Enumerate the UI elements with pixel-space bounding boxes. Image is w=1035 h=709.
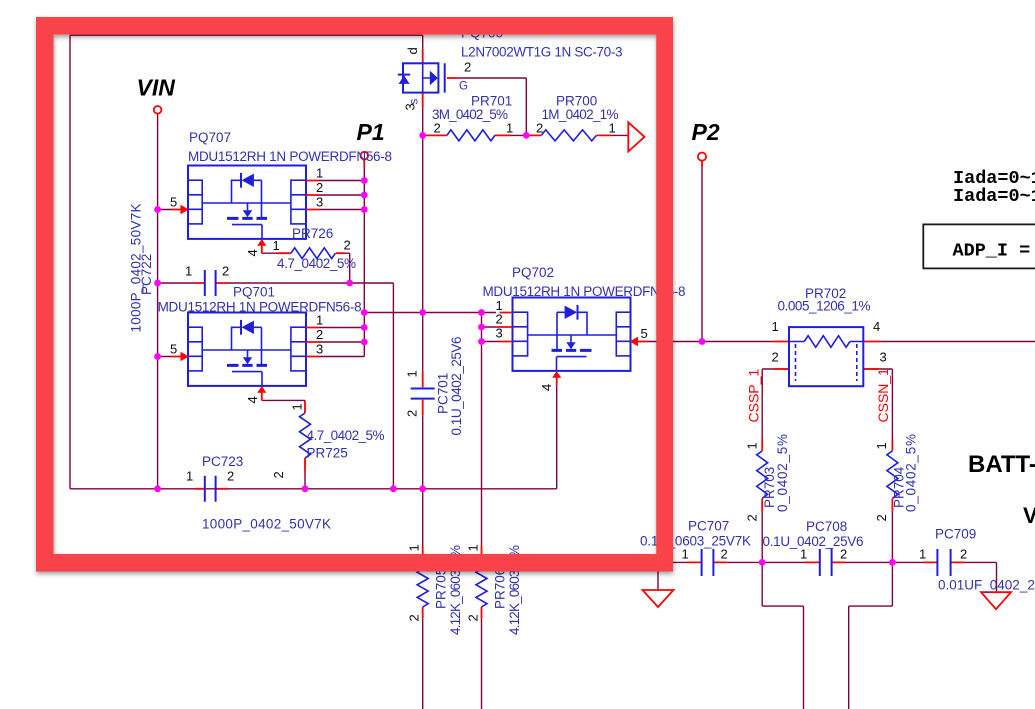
svg-text:BATT-: BATT- <box>968 451 1035 478</box>
svg-text:0.1U_0402_25V6: 0.1U_0402_25V6 <box>763 534 864 549</box>
svg-text:1: 1 <box>405 370 420 377</box>
svg-text:ADP_I =: ADP_I = <box>953 241 1031 262</box>
svg-text:2: 2 <box>344 238 351 253</box>
svg-text:1: 1 <box>609 120 616 135</box>
svg-text:4: 4 <box>245 249 260 256</box>
svg-text:Iada=0~1: Iada=0~1 <box>953 186 1035 207</box>
svg-text:MDU1512RH 1N POWERDFN56-8: MDU1512RH 1N POWERDFN56-8 <box>188 149 392 164</box>
svg-text:1: 1 <box>273 238 280 253</box>
svg-text:PR703: PR703 <box>762 467 777 508</box>
svg-text:1: 1 <box>506 120 513 135</box>
svg-text:4.7_0402_5%: 4.7_0402_5% <box>277 256 356 271</box>
svg-text:PR726: PR726 <box>292 226 333 241</box>
svg-text:2: 2 <box>271 471 286 478</box>
svg-text:PR706: PR706 <box>493 568 508 609</box>
svg-text:PC701: PC701 <box>436 373 451 414</box>
svg-text:1000P_0402_50V7K: 1000P_0402_50V7K <box>129 204 144 333</box>
svg-text:1: 1 <box>919 547 926 562</box>
svg-text:PR704: PR704 <box>892 466 907 508</box>
svg-text:VIN: VIN <box>137 75 176 101</box>
svg-text:1: 1 <box>496 298 503 313</box>
svg-text:2: 2 <box>721 547 728 562</box>
svg-text:CSSP_1: CSSP_1 <box>746 369 762 423</box>
svg-text:PR705: PR705 <box>434 568 449 609</box>
svg-text:2: 2 <box>406 614 421 621</box>
svg-text:4: 4 <box>873 319 880 334</box>
svg-text:2: 2 <box>316 180 323 195</box>
svg-text:PC709: PC709 <box>935 527 976 542</box>
svg-text:1: 1 <box>466 544 481 551</box>
svg-text:4.7_0402_5%: 4.7_0402_5% <box>307 428 385 443</box>
svg-text:P2: P2 <box>692 119 720 145</box>
svg-text:1: 1 <box>290 403 305 410</box>
svg-text:P1: P1 <box>357 119 385 145</box>
svg-text:PR701: PR701 <box>471 93 512 108</box>
svg-text:V: V <box>1023 503 1035 528</box>
svg-text:1: 1 <box>186 469 193 484</box>
svg-text:2: 2 <box>772 350 779 365</box>
svg-text:PC708: PC708 <box>806 519 847 534</box>
svg-text:2: 2 <box>745 514 760 521</box>
svg-text:1: 1 <box>682 547 689 562</box>
svg-text:PR700: PR700 <box>556 93 597 108</box>
svg-text:2: 2 <box>466 614 481 621</box>
svg-text:PQ701: PQ701 <box>233 285 275 300</box>
svg-text:MDU1512RH 1N POWERDFN56-8: MDU1512RH 1N POWERDFN56-8 <box>483 284 686 299</box>
svg-text:CSSN_1: CSSN_1 <box>875 368 891 423</box>
svg-text:PQ702: PQ702 <box>512 265 554 280</box>
svg-text:PC723: PC723 <box>202 454 243 469</box>
svg-text:MDU1512RH 1N POWERDFN56-8: MDU1512RH 1N POWERDFN56-8 <box>158 300 362 315</box>
svg-text:2: 2 <box>222 264 229 279</box>
svg-text:4: 4 <box>245 396 260 403</box>
svg-text:3: 3 <box>496 326 503 341</box>
svg-text:PR725: PR725 <box>307 446 348 461</box>
svg-text:2: 2 <box>536 120 543 135</box>
svg-text:2: 2 <box>405 410 420 417</box>
svg-text:4: 4 <box>539 384 554 391</box>
svg-text:0.01UF_0402_25: 0.01UF_0402_25 <box>938 578 1035 593</box>
svg-text:2: 2 <box>840 547 847 562</box>
svg-text:G: G <box>459 81 468 93</box>
svg-text:1: 1 <box>745 442 760 449</box>
svg-text:1: 1 <box>772 319 779 334</box>
svg-text:PC707: PC707 <box>688 519 729 534</box>
svg-text:PC722: PC722 <box>139 254 154 295</box>
svg-text:1: 1 <box>406 544 421 551</box>
svg-text:0.1U_0402_25V6: 0.1U_0402_25V6 <box>449 337 464 436</box>
svg-text:L2N7002WT1G 1N SC-70-3: L2N7002WT1G 1N SC-70-3 <box>461 45 623 60</box>
svg-text:2: 2 <box>874 514 889 521</box>
svg-text:1: 1 <box>185 264 192 279</box>
svg-text:3: 3 <box>316 194 323 209</box>
svg-text:PQ707: PQ707 <box>189 130 231 145</box>
svg-text:2: 2 <box>434 120 441 135</box>
svg-text:0_0402_5%: 0_0402_5% <box>904 434 919 512</box>
svg-text:5: 5 <box>170 194 177 209</box>
svg-text:3: 3 <box>403 103 418 110</box>
svg-text:2: 2 <box>496 312 503 327</box>
svg-text:2: 2 <box>316 327 323 342</box>
svg-text:d: d <box>405 47 420 54</box>
svg-text:1: 1 <box>316 165 323 180</box>
svg-text:1M_0402_1%: 1M_0402_1% <box>542 107 619 122</box>
svg-text:3: 3 <box>880 350 887 365</box>
svg-text:2: 2 <box>960 547 967 562</box>
svg-text:0_0402_5%: 0_0402_5% <box>775 434 790 512</box>
svg-text:1: 1 <box>874 442 889 449</box>
svg-text:3M_0402_5%: 3M_0402_5% <box>432 107 508 122</box>
svg-text:PR702: PR702 <box>805 286 846 301</box>
svg-text:3: 3 <box>316 341 323 356</box>
svg-text:2: 2 <box>464 60 471 75</box>
svg-text:1000P_0402_50V7K: 1000P_0402_50V7K <box>202 516 331 531</box>
svg-text:1: 1 <box>316 312 323 327</box>
svg-text:Iada=0~1: Iada=0~1 <box>953 168 1035 189</box>
svg-text:0.005_1206_1%: 0.005_1206_1% <box>778 298 871 313</box>
svg-text:1: 1 <box>800 547 807 562</box>
svg-text:s: s <box>409 99 421 105</box>
svg-text:5: 5 <box>170 341 177 356</box>
svg-text:2: 2 <box>227 469 234 484</box>
svg-text:5: 5 <box>641 326 648 341</box>
